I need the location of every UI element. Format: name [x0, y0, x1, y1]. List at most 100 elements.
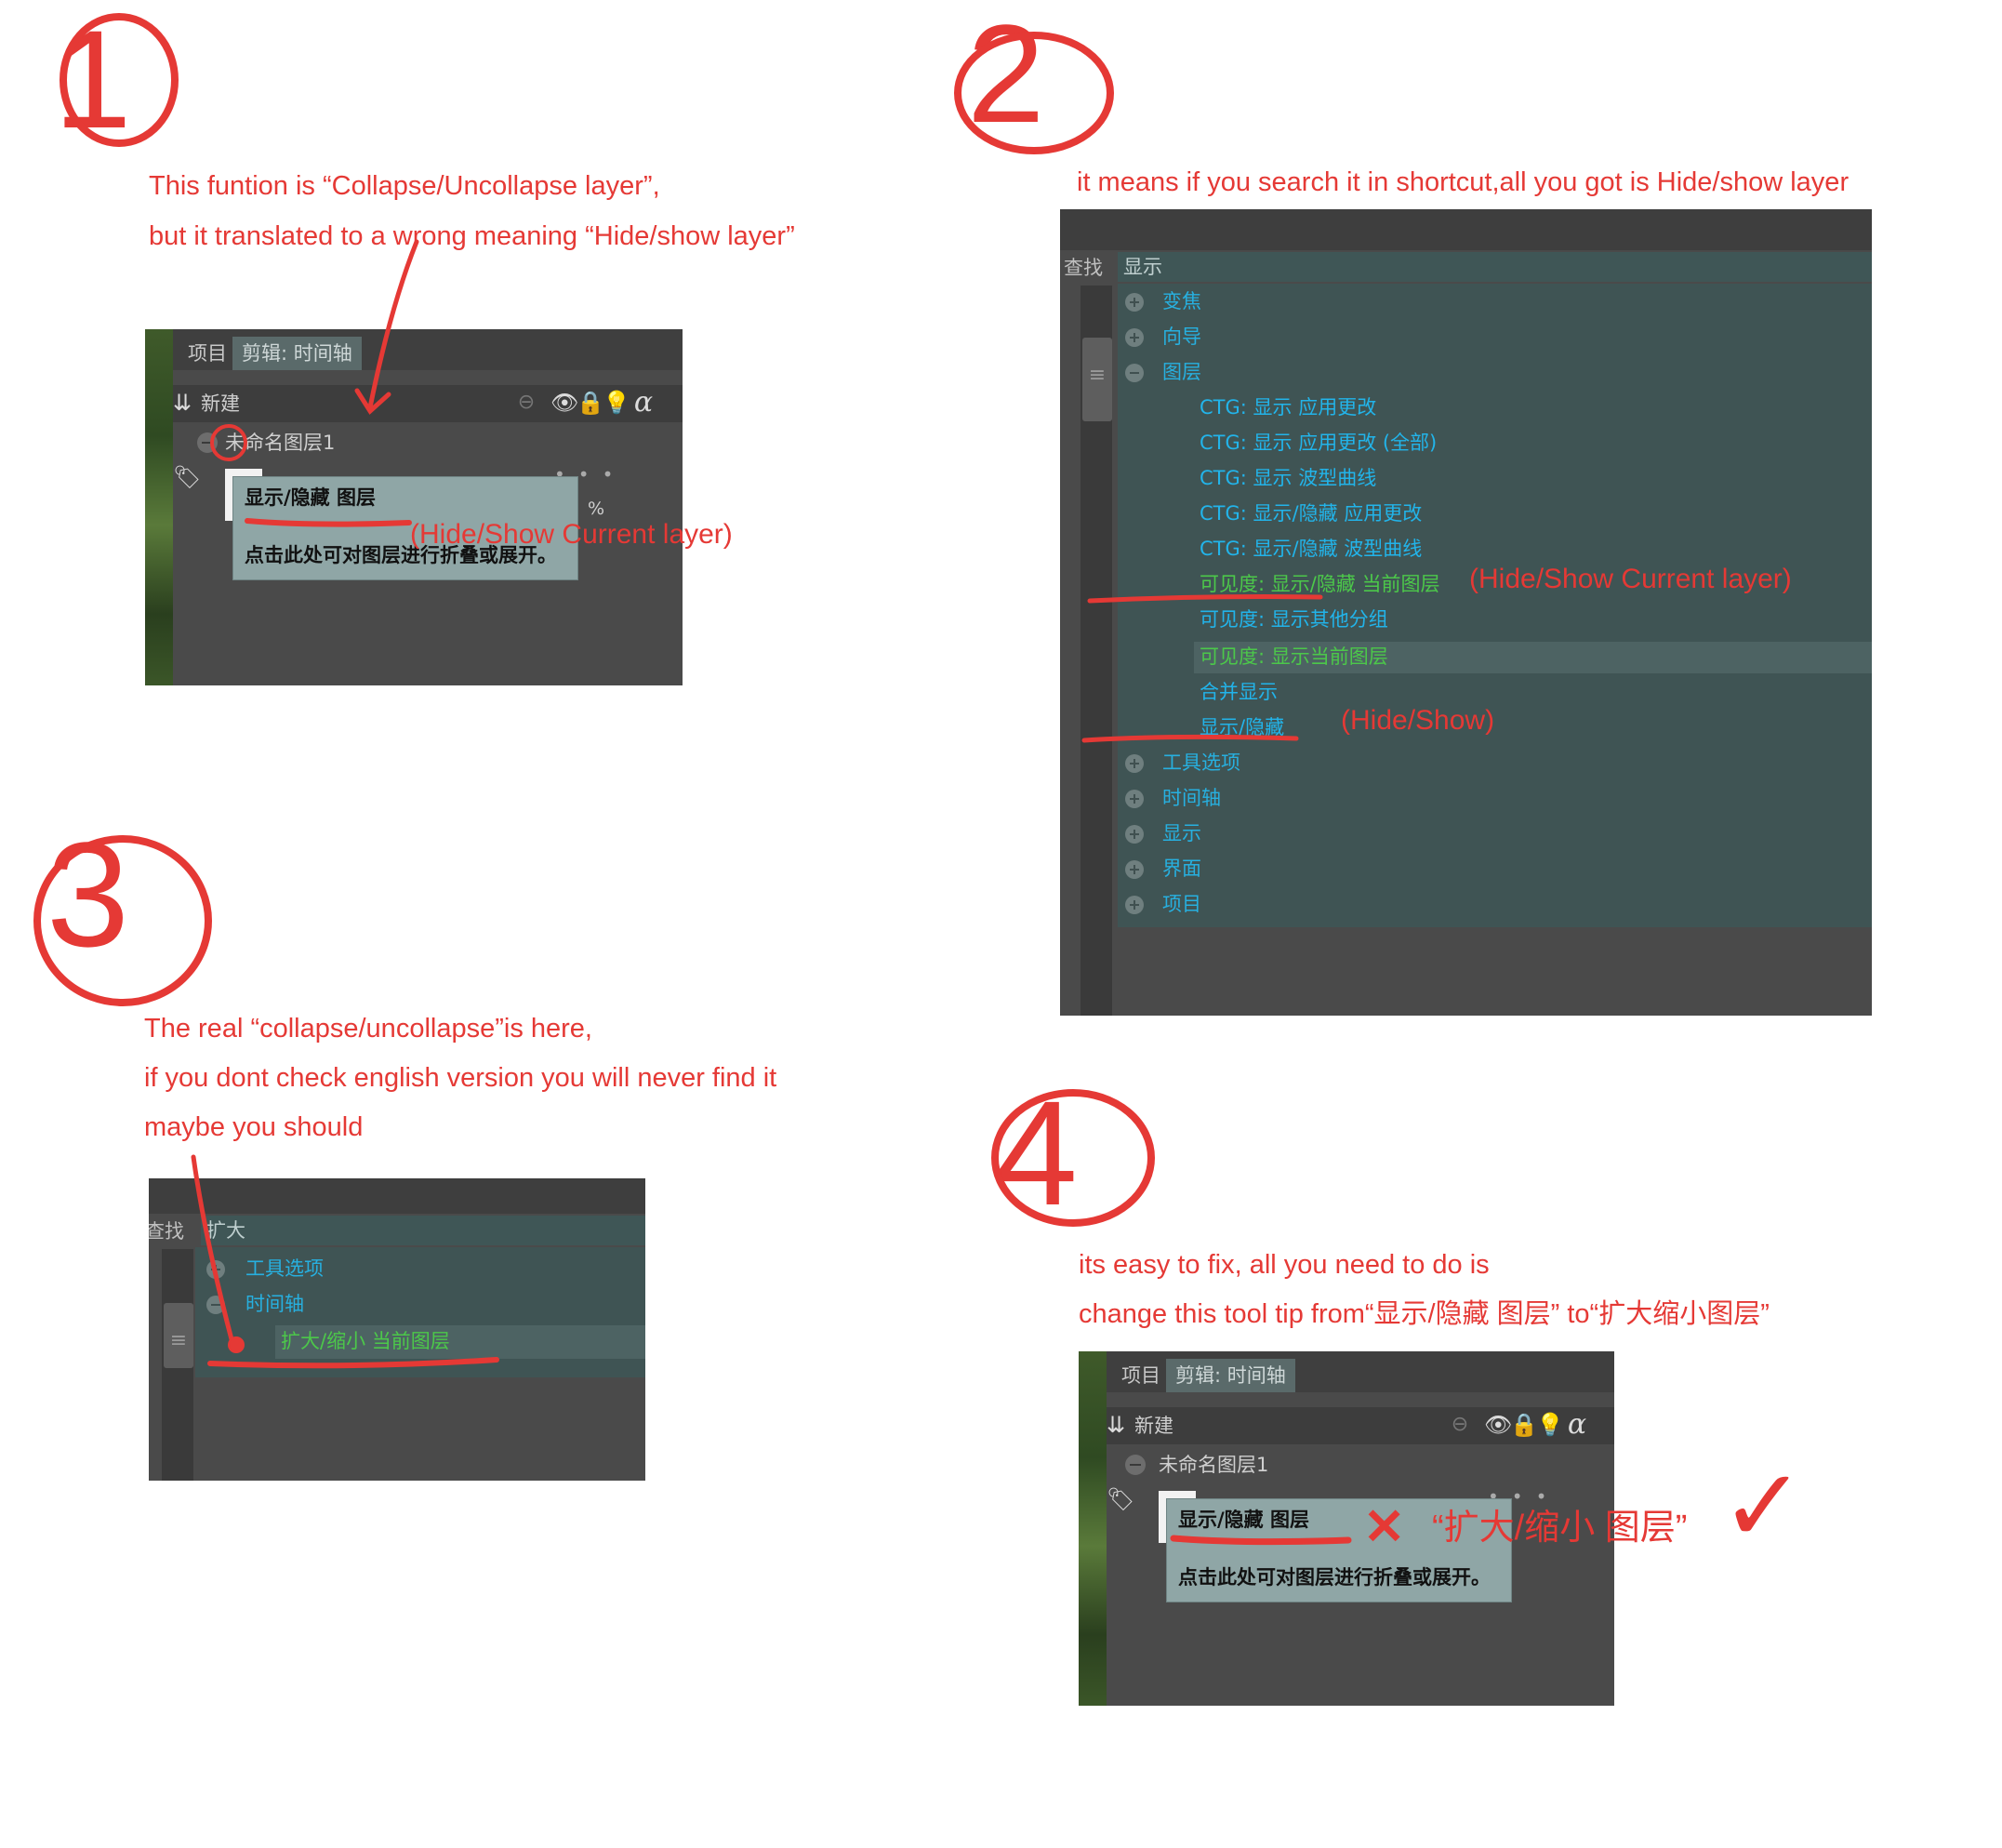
- collapse-icon[interactable]: [206, 1296, 225, 1314]
- eye-icon[interactable]: 👁: [1484, 1412, 1513, 1438]
- command-item[interactable]: CTG: 显示 波型曲线: [1200, 467, 1377, 489]
- command-item-show-current-layer[interactable]: 可见度: 显示当前图层: [1200, 645, 1388, 668]
- layer-toolbar: ⇊ 新建 ⊖ 👁 🔒 💡 α: [173, 385, 683, 422]
- expand-icon[interactable]: [1125, 293, 1144, 312]
- layer-name: 未命名图层1: [1159, 1454, 1269, 1476]
- step-3-text-line-1: The real “collapse/uncollapse”is here,: [144, 1014, 592, 1044]
- tooltip-hide-show-layer: 显示/隐藏 图层 点击此处可对图层进行折叠或展开。: [1166, 1498, 1512, 1602]
- panel-tabbar: 项目 剪辑: 时间轴: [173, 329, 683, 370]
- command-item[interactable]: CTG: 显示/隐藏 应用更改: [1200, 502, 1423, 525]
- layer-stack-icon[interactable]: ⇊: [1106, 1412, 1126, 1438]
- expand-icon[interactable]: [1125, 825, 1144, 844]
- dropdown-icon[interactable]: ⊖: [1451, 1413, 1469, 1436]
- command-item[interactable]: 合并显示: [1200, 681, 1278, 703]
- step-3-text-line-2: if you dont check english version you wi…: [144, 1063, 777, 1093]
- layer-row[interactable]: 未命名图层1: [1107, 1448, 1614, 1482]
- expand-icon[interactable]: [206, 1260, 225, 1279]
- layer-stack-icon[interactable]: ⇊: [172, 390, 192, 416]
- step-2-number: 2: [967, 0, 1045, 152]
- layer-name: 未命名图层1: [225, 432, 336, 454]
- step-2-label-current: (Hide/Show Current layer): [1469, 564, 1792, 594]
- category-project[interactable]: 项目: [1162, 893, 1201, 915]
- command-item-hide-show-current-layer[interactable]: 可见度: 显示/隐藏 当前图层: [1200, 573, 1440, 595]
- expand-search-panel: 查找 扩大 工具选项 时间轴 扩大/缩小 当前图层: [149, 1178, 645, 1481]
- alpha-icon[interactable]: α: [633, 386, 654, 419]
- tab-clip-timeline[interactable]: 剪辑: 时间轴: [1166, 1359, 1295, 1392]
- dropdown-icon[interactable]: ⊖: [517, 391, 536, 414]
- command-item[interactable]: 可见度: 显示其他分组: [1200, 608, 1388, 631]
- step-2-label-show: (Hide/Show): [1341, 705, 1495, 736]
- layers-panel-1: 项目 剪辑: 时间轴 ⇊ 新建 ⊖ 👁 🔒 💡 α 未命名图层1 🏷 % •••…: [145, 329, 683, 685]
- layer-row[interactable]: 未命名图层1: [173, 426, 683, 459]
- step-4-suggestion: “扩大/缩小 图层”: [1432, 1509, 1688, 1548]
- category-timeline[interactable]: 时间轴: [245, 1293, 304, 1315]
- tooltip-description: 点击此处可对图层进行折叠或展开。: [245, 544, 557, 566]
- tooltip-description: 点击此处可对图层进行折叠或展开。: [1178, 1566, 1491, 1589]
- expand-icon[interactable]: [1125, 896, 1144, 914]
- command-item[interactable]: CTG: 显示 应用更改 (全部): [1200, 432, 1438, 454]
- selected-row: [1194, 642, 1872, 673]
- tab-project[interactable]: 项目: [188, 342, 227, 365]
- scrollbar-thumb[interactable]: [164, 1303, 193, 1368]
- collapse-layer-icon[interactable]: [1125, 1455, 1146, 1475]
- step-1-number: 1: [54, 1, 132, 157]
- category-zoom[interactable]: 变焦: [1162, 290, 1201, 312]
- shortcut-list: [1118, 284, 1872, 927]
- search-label: 查找: [149, 1220, 184, 1243]
- tab-project[interactable]: 项目: [1121, 1364, 1160, 1387]
- category-guide[interactable]: 向导: [1162, 326, 1201, 348]
- step-2-text-line-1: it means if you search it in shortcut,al…: [1077, 167, 1850, 197]
- expand-icon[interactable]: [1125, 328, 1144, 347]
- category-tool-options[interactable]: 工具选项: [245, 1257, 324, 1280]
- search-label: 查找: [1064, 257, 1103, 279]
- layers-panel-2: 项目 剪辑: 时间轴 ⇊ 新建 ⊖ 👁 🔒 💡 α 未命名图层1 🏷 ••• 显…: [1079, 1351, 1614, 1706]
- expand-icon[interactable]: [1125, 754, 1144, 773]
- wrong-cross-icon: ✕: [1363, 1499, 1406, 1555]
- tag-icon[interactable]: 🏷: [173, 464, 202, 490]
- command-item[interactable]: CTG: 显示 应用更改: [1200, 396, 1377, 419]
- new-layer-button[interactable]: 新建: [1134, 1415, 1173, 1437]
- tab-clip-timeline[interactable]: 剪辑: 时间轴: [232, 337, 362, 370]
- expand-icon[interactable]: [1125, 860, 1144, 879]
- tooltip-title: 显示/隐藏 图层: [245, 486, 376, 509]
- search-input[interactable]: 扩大: [201, 1216, 645, 1245]
- canvas-strip: [145, 329, 173, 685]
- lock-icon[interactable]: 🔒: [577, 390, 604, 416]
- category-tool-options[interactable]: 工具选项: [1162, 751, 1240, 774]
- new-layer-button[interactable]: 新建: [201, 392, 240, 415]
- tooltip-hide-show-layer: 显示/隐藏 图层 点击此处可对图层进行折叠或展开。: [232, 476, 578, 580]
- step-3-number: 3: [46, 811, 129, 977]
- category-display[interactable]: 显示: [1162, 822, 1201, 844]
- step-3-text-line-3: maybe you should: [144, 1112, 364, 1142]
- canvas-strip: [1079, 1351, 1107, 1706]
- step-4-text-line-1: its easy to fix, all you need to do is: [1079, 1250, 1490, 1280]
- step-1-label: (Hide/Show Current layer): [410, 519, 733, 550]
- expand-icon[interactable]: [1125, 790, 1144, 808]
- shortcuts-header: [1060, 209, 1872, 250]
- eye-icon[interactable]: 👁: [550, 390, 579, 416]
- command-expand-shrink-layer[interactable]: 扩大/缩小 当前图层: [281, 1330, 450, 1352]
- lock-icon[interactable]: 🔒: [1510, 1412, 1538, 1438]
- category-interface[interactable]: 界面: [1162, 858, 1201, 880]
- category-layers[interactable]: 图层: [1162, 361, 1201, 383]
- alpha-icon[interactable]: α: [1567, 1408, 1587, 1441]
- command-item[interactable]: CTG: 显示/隐藏 波型曲线: [1200, 538, 1423, 560]
- search-input[interactable]: 显示: [1118, 252, 1872, 282]
- scrollbar-thumb[interactable]: [1082, 338, 1112, 421]
- bulb-icon[interactable]: 💡: [1536, 1412, 1564, 1438]
- collapse-icon[interactable]: [1125, 364, 1144, 382]
- category-timeline[interactable]: 时间轴: [1162, 787, 1221, 809]
- layer-toolbar: ⇊ 新建 ⊖ 👁 🔒 💡 α: [1107, 1407, 1614, 1444]
- step-1-text-line-1: This funtion is “Collapse/Uncollapse lay…: [149, 171, 660, 201]
- collapse-layer-icon[interactable]: [197, 432, 218, 453]
- panel-tabbar: 项目 剪辑: 时间轴: [1107, 1351, 1614, 1392]
- step-1-text-line-2: but it translated to a wrong meaning “Hi…: [149, 221, 795, 251]
- tag-icon[interactable]: 🏷: [1107, 1486, 1135, 1512]
- shortcuts-panel: 查找 显示 变焦 向导 图层 CTG: 显示 应用更改 CTG: 显示 应用更改…: [1060, 209, 1872, 1016]
- command-item-hide-show[interactable]: 显示/隐藏: [1200, 716, 1285, 738]
- tooltip-title: 显示/隐藏 图层: [1178, 1509, 1309, 1531]
- step-4-text-line-2: change this tool tip from“显示/隐藏 图层” to“扩…: [1079, 1299, 1770, 1329]
- step-4-number: 4: [995, 1070, 1078, 1236]
- bulb-icon[interactable]: 💡: [603, 390, 630, 416]
- expand-panel-header: [149, 1178, 645, 1214]
